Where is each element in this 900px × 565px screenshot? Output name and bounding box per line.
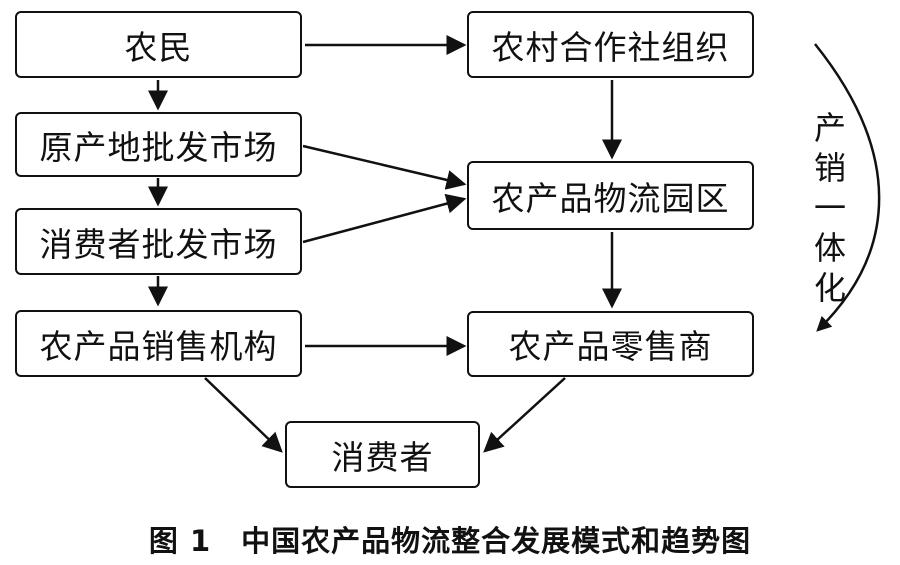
node-sales-org: 农产品销售机构 bbox=[15, 310, 302, 377]
node-origin-wholesale: 原产地批发市场 bbox=[15, 112, 302, 177]
arrow-retailer-to-consumer bbox=[483, 377, 566, 453]
node-consumer: 消费者 bbox=[285, 421, 480, 488]
integration-label-char: 销 bbox=[813, 149, 846, 187]
node-retailer: 农产品零售商 bbox=[467, 311, 754, 377]
node-coop: 农村合作社组织 bbox=[467, 11, 754, 78]
integration-label-char: 一 bbox=[813, 189, 846, 227]
integration-label-char: 化 bbox=[813, 269, 846, 307]
integration-curve-arrow bbox=[814, 43, 881, 332]
integration-label-char: 体 bbox=[813, 229, 846, 267]
integration-label-char: 产 bbox=[813, 109, 846, 147]
arrow-consumerwholesale-to-park bbox=[302, 193, 467, 244]
figure-number: 图 1 bbox=[148, 524, 212, 558]
arrow-origin-to-park bbox=[302, 144, 467, 190]
figure-title: 中国农产品物流整合发展模式和趋势图 bbox=[241, 524, 752, 558]
node-farmer: 农民 bbox=[15, 11, 302, 78]
node-logistics-park: 农产品物流园区 bbox=[467, 161, 754, 230]
figure-caption: 图 1 中国农产品物流整合发展模式和趋势图 bbox=[0, 518, 900, 560]
arrow-sales-to-consumer bbox=[204, 377, 283, 453]
integration-label: 产 销 一 体 化 bbox=[808, 108, 852, 308]
node-consumer-wholesale: 消费者批发市场 bbox=[15, 208, 302, 275]
